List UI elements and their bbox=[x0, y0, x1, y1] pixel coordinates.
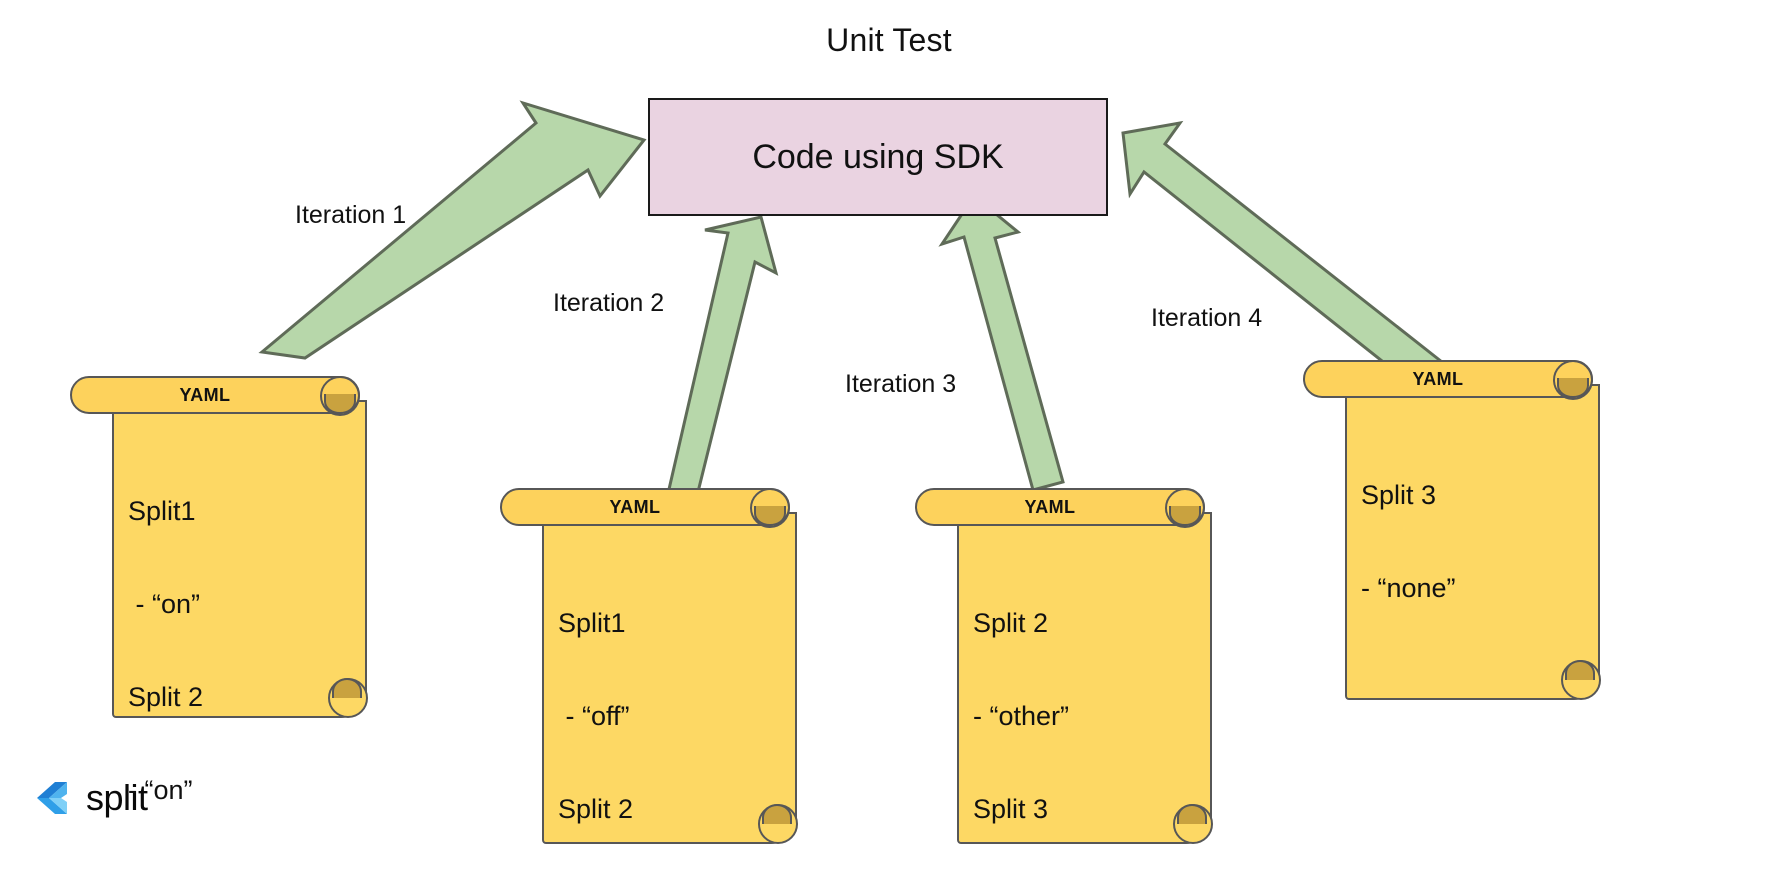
scroll-line: Split1 bbox=[558, 608, 626, 638]
scroll-line: Split 2 bbox=[558, 794, 634, 824]
scroll-header-label: YAML bbox=[179, 384, 231, 405]
yaml-document-4: YAML Split 3 - “none” bbox=[1303, 360, 1633, 740]
scroll-line: Split 3 bbox=[128, 868, 214, 870]
scroll-curl-bottom-right-lobe-icon bbox=[332, 678, 362, 698]
scroll-text-block: Split1 - “off” Split 2 - “off” Split 3 -… bbox=[558, 546, 689, 870]
scroll-line: - “on” bbox=[128, 775, 193, 805]
arrow-label-iteration-4: Iteration 4 bbox=[1151, 304, 1263, 332]
scroll-header-label: YAML bbox=[1412, 368, 1464, 389]
scroll-header-bar: YAML bbox=[500, 488, 790, 526]
scroll-curl-bottom-right-lobe-icon bbox=[1565, 660, 1595, 680]
arrow-label-iteration-3: Iteration 3 bbox=[845, 370, 957, 398]
scroll-body bbox=[1345, 384, 1600, 700]
scroll-text-block: Split 3 - “none” bbox=[1361, 418, 1456, 666]
scroll-curl-top-right-icon bbox=[320, 376, 360, 416]
arrow-label-iteration-2: Iteration 2 bbox=[553, 289, 665, 317]
scroll-line: - “other” bbox=[973, 701, 1070, 731]
scroll-curl-top-right-lobe-icon bbox=[754, 506, 786, 526]
scroll-line: Split 2 bbox=[128, 682, 204, 712]
arrow-iteration-1 bbox=[258, 100, 647, 360]
scroll-line: Split 3 bbox=[1361, 480, 1437, 510]
scroll-header-bar: YAML bbox=[1303, 360, 1593, 398]
yaml-document-2: YAML Split1 - “off” Split 2 - “off” Spli… bbox=[500, 488, 830, 870]
split-mark-icon bbox=[37, 782, 67, 814]
scroll-text-block: Split 2 - “other” Split 3 - “low” bbox=[973, 546, 1069, 870]
code-box-label: Code using SDK bbox=[752, 137, 1004, 176]
arrow-iteration-3 bbox=[938, 193, 1065, 492]
page-title: Unit Test bbox=[826, 22, 952, 58]
scroll-curl-top-right-lobe-icon bbox=[1169, 506, 1201, 526]
scroll-text-block: Split1 - “on” Split 2 - “on” Split 3 - “… bbox=[128, 434, 214, 870]
scroll-line: Split1 bbox=[128, 496, 196, 526]
scroll-curl-top-right-lobe-icon bbox=[324, 394, 356, 414]
scroll-header-bar: YAML bbox=[70, 376, 360, 414]
scroll-curl-bottom-right-lobe-icon bbox=[1177, 804, 1207, 824]
yaml-document-3: YAML Split 2 - “other” Split 3 - “low” bbox=[915, 488, 1245, 870]
code-using-sdk-box: Code using SDK bbox=[648, 98, 1108, 216]
scroll-body bbox=[542, 512, 797, 844]
scroll-header-label: YAML bbox=[1024, 496, 1076, 517]
scroll-curl-bottom-right-lobe-icon bbox=[762, 804, 792, 824]
scroll-header-bar: YAML bbox=[915, 488, 1205, 526]
split-logo: split bbox=[33, 776, 148, 820]
scroll-line: - “on” bbox=[128, 589, 201, 619]
scroll-line: - “none” bbox=[1361, 573, 1456, 603]
arrow-label-iteration-1: Iteration 1 bbox=[295, 201, 407, 229]
arrow-iteration-4 bbox=[1121, 120, 1445, 386]
arrow-iteration-2 bbox=[665, 215, 779, 510]
scroll-curl-top-right-lobe-icon bbox=[1557, 378, 1589, 398]
split-wordmark: split bbox=[86, 777, 148, 818]
scroll-line: Split 2 bbox=[973, 608, 1049, 638]
scroll-header-label: YAML bbox=[609, 496, 661, 517]
yaml-document-1: YAML Split1 - “on” Split 2 - “on” Split … bbox=[70, 376, 400, 870]
scroll-curl-top-right-icon bbox=[1165, 488, 1205, 528]
scroll-line: - “off” bbox=[558, 701, 630, 731]
scroll-body bbox=[112, 400, 367, 718]
scroll-curl-top-right-icon bbox=[1553, 360, 1593, 400]
scroll-line: Split 3 bbox=[973, 794, 1049, 824]
